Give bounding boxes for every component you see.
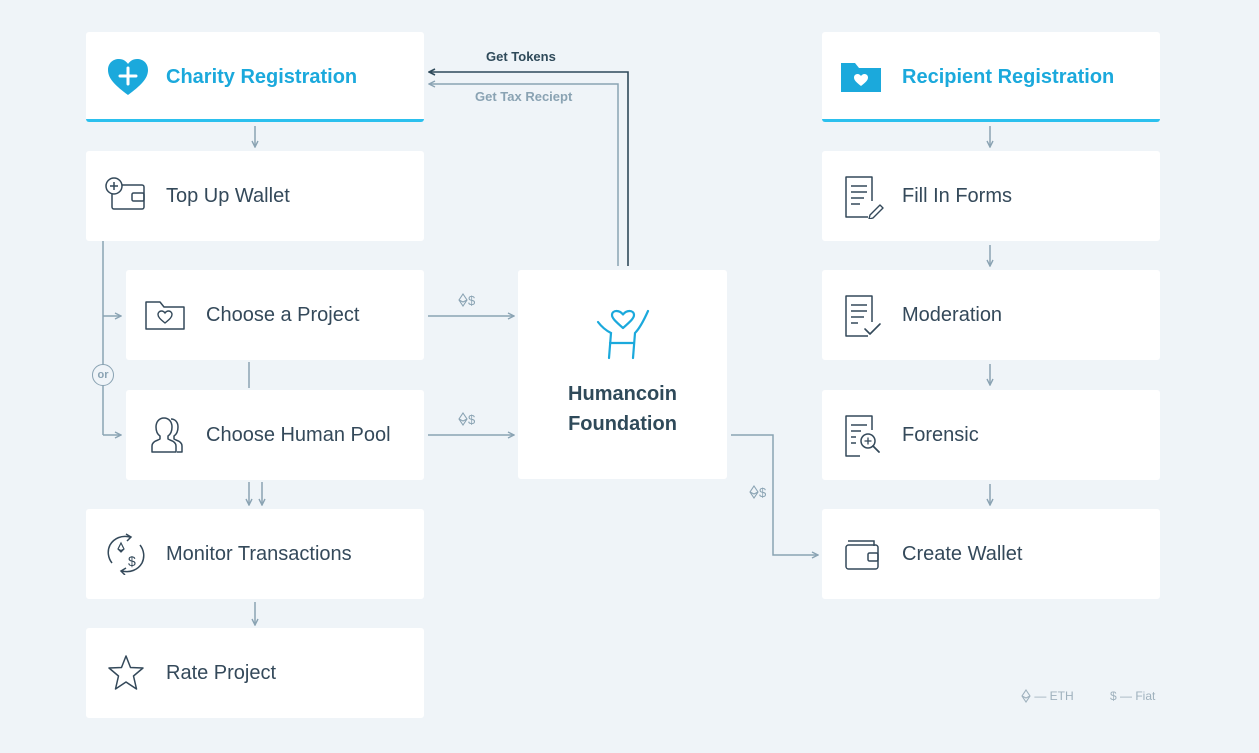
fiat-symbol: $ [468,293,476,308]
rate-project-label: Rate Project [166,662,277,684]
legend-fiat: $ — Fiat [1110,689,1155,703]
create-wallet-card[interactable]: Create Wallet [822,509,1160,599]
legend-eth-label: — ETH [1034,689,1074,703]
humancoin-foundation-card[interactable]: Humancoin Foundation [518,270,727,479]
get-tokens-label: Get Tokens [486,49,556,64]
recipient-registration-title: Recipient Registration [902,66,1115,88]
forensic-label: Forensic [902,424,979,446]
heart-plus-icon [108,59,148,95]
or-label: or [97,369,109,381]
moderation-label: Moderation [902,304,1003,326]
eth-icon [458,412,468,426]
get-tax-receipt-label: Get Tax Reciept [475,89,573,104]
fill-in-forms-label: Fill In Forms [902,185,1012,207]
currency-marker-project: $ [458,293,475,308]
rate-project-card[interactable]: Rate Project [86,628,424,718]
foundation-name-line2: Foundation [568,413,677,435]
folder-heart-filled-icon [841,63,881,92]
monitor-transactions-card[interactable]: $ Monitor Transactions [86,509,424,599]
recipient-registration-card[interactable]: Recipient Registration [822,32,1160,122]
top-up-wallet-card[interactable]: Top Up Wallet [86,151,424,241]
or-badge: or [92,364,114,386]
wallet-icon [845,540,879,570]
foundation-name-line1: Humancoin [568,383,677,405]
choose-project-label: Choose a Project [206,304,360,326]
wallet-plus-icon [105,177,145,210]
charity-registration-card[interactable]: Charity Registration [86,32,424,122]
choose-human-pool-label: Choose Human Pool [206,424,391,446]
legend-eth: — ETH [1021,689,1074,703]
legend-fiat-label: $ — Fiat [1110,689,1156,703]
eth-icon [1021,689,1031,703]
eth-icon [749,485,759,499]
humancoin-logo-icon [596,309,650,360]
form-pencil-icon [845,176,884,219]
create-wallet-label: Create Wallet [902,543,1023,565]
choose-project-card[interactable]: Choose a Project [126,270,424,360]
folder-heart-icon [145,301,185,330]
document-check-icon [845,295,881,337]
svg-text:$: $ [128,553,136,569]
forensic-card[interactable]: Forensic [822,390,1160,480]
monitor-transactions-label: Monitor Transactions [166,543,352,565]
top-up-wallet-label: Top Up Wallet [166,185,290,207]
currency-marker-wallet: $ [749,485,766,500]
choose-human-pool-card[interactable]: Choose Human Pool [126,390,424,480]
document-search-icon [845,415,880,457]
moderation-card[interactable]: Moderation [822,270,1160,360]
transactions-cycle-icon: $ [107,533,145,575]
fiat-symbol: $ [468,412,476,427]
star-icon [108,655,144,690]
fiat-symbol: $ [759,485,767,500]
eth-icon [458,293,468,307]
fill-in-forms-card[interactable]: Fill In Forms [822,151,1160,241]
currency-marker-pool: $ [458,412,475,427]
people-icon [151,417,183,453]
charity-registration-title: Charity Registration [166,66,358,88]
